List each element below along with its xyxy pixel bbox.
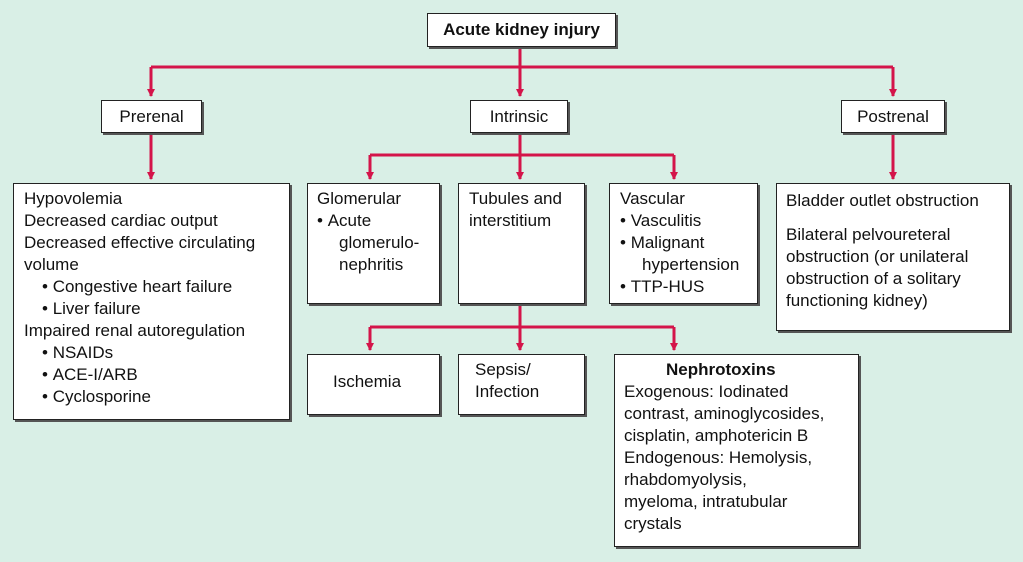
postrenal-line1: Bladder outlet obstruction [786,191,979,210]
postrenal-label: Postrenal [857,106,929,126]
nephrotoxins-line: Exogenous: Iodinated [624,382,789,401]
postrenal-line: Bilateral pelvoureteral [786,225,951,244]
prerenal-bullet: NSAIDs [24,342,279,364]
root-box: Acute kidney injury [427,13,616,47]
postrenal-details-box: Bladder outlet obstruction Bilateral pel… [776,183,1010,331]
nephrotoxins-line: rhabdomyolysis, [624,470,747,489]
intrinsic-label: Intrinsic [489,106,549,126]
tubules-box: Tubules and interstitium [458,183,585,304]
vascular-title: Vascular [620,189,685,208]
postrenal-line: functioning kidney) [786,291,928,310]
nephrotoxins-line: myeloma, intratubular [624,492,788,511]
prerenal-bullet: Liver failure [24,298,279,320]
prerenal-bullet: ACE-I/ARB [24,364,279,386]
sepsis-line: Sepsis/ [475,360,531,379]
ischemia-label: Ischemia [333,372,402,391]
prerenal-label: Prerenal [119,106,184,126]
vascular-box: Vascular Vasculitis Malignant hypertensi… [609,183,758,304]
glomerular-box: Glomerular Acute glomerulo- nephritis [307,183,440,304]
nephrotoxins-box: Nephrotoxins Exogenous: Iodinated contra… [614,354,859,547]
root-label: Acute kidney injury [443,20,600,39]
nephrotoxins-line: Endogenous: Hemolysis, [624,448,813,467]
prerenal-details-box: Hypovolemia Decreased cardiac output Dec… [13,183,290,420]
intrinsic-box: Intrinsic [470,100,568,133]
prerenal-line: Impaired renal autoregulation [24,321,246,340]
prerenal-box: Prerenal [101,100,202,133]
nephrotoxins-line: contrast, aminoglycosides, [624,404,825,423]
prerenal-bullet: Cyclosporine [24,386,279,408]
vascular-item: Vasculitis [620,210,747,232]
tubules-line: interstitium [469,211,552,230]
nephrotoxins-title: Nephrotoxins [666,360,776,379]
prerenal-line: Decreased cardiac output [24,211,218,230]
sepsis-box: Sepsis/ Infection [458,354,585,415]
glomerular-title: Glomerular [317,189,402,208]
glomerular-item-cont: glomerulo- [339,233,420,252]
prerenal-line: Decreased effective circulating [24,233,256,252]
postrenal-line: obstruction of a solitary [786,269,961,288]
prerenal-line: volume [24,255,79,274]
glomerular-item: Acute [317,210,430,232]
prerenal-line: Hypovolemia [24,189,123,208]
ischemia-box: Ischemia [307,354,440,415]
prerenal-bullet: Congestive heart failure [24,276,279,298]
sepsis-line: Infection [475,382,540,401]
vascular-item: Malignant [620,232,747,254]
vascular-item: TTP-HUS [620,276,747,298]
postrenal-line: obstruction (or unilateral [786,247,969,266]
nephrotoxins-line: crystals [624,514,682,533]
tubules-line: Tubules and [469,189,562,208]
vascular-item-cont: hypertension [642,255,740,274]
nephrotoxins-line: cisplatin, amphotericin B [624,426,809,445]
postrenal-box: Postrenal [841,100,945,133]
glomerular-item-cont: nephritis [339,255,404,274]
postrenal-spacer [786,212,1000,224]
